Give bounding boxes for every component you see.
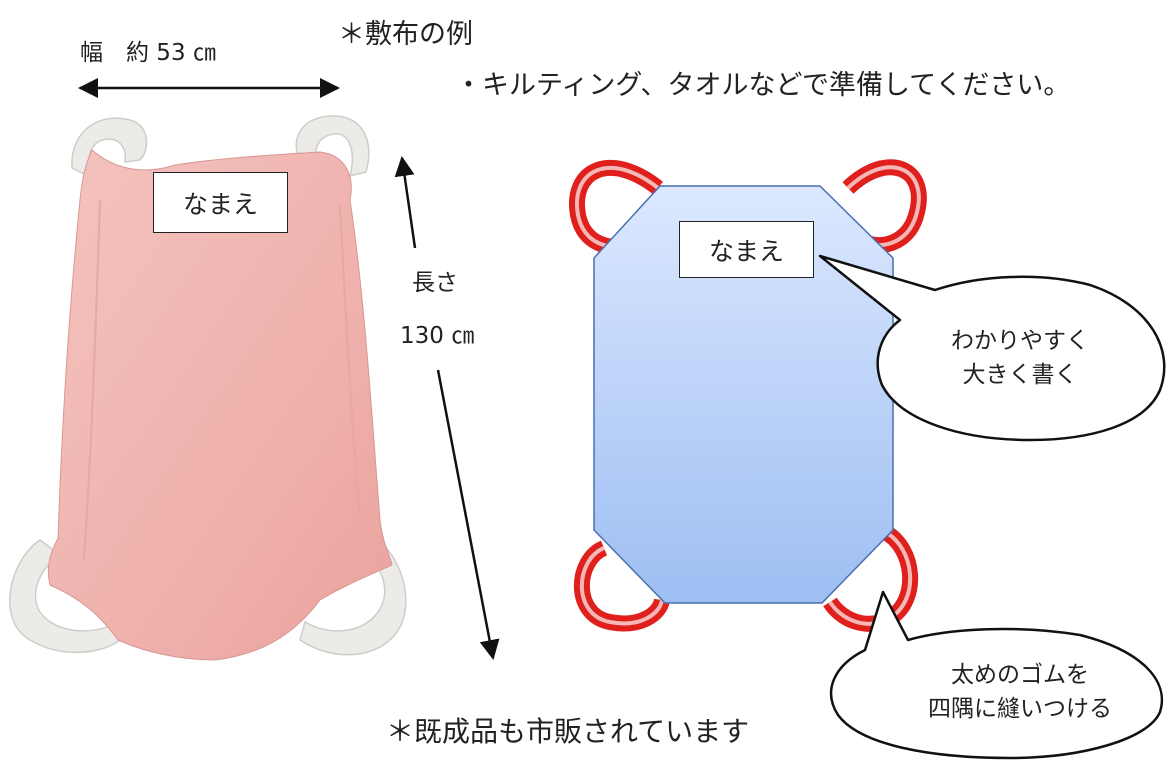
name-tag-right: なまえ bbox=[679, 221, 814, 278]
blue-sheet-illustration bbox=[569, 159, 927, 632]
bubble-1-text: わかりやすく 大きく書く bbox=[900, 324, 1140, 392]
bubble-1-line-2: 大きく書く bbox=[962, 362, 1078, 388]
page-title: ＊敷布の例 bbox=[338, 19, 473, 50]
bubble-2-text: 太めのゴムを 四隅に縫いつける bbox=[880, 658, 1160, 726]
length-label: 長さ bbox=[412, 270, 458, 296]
bubble-2-line-2: 四隅に縫いつける bbox=[928, 696, 1112, 722]
name-tag-left: なまえ bbox=[153, 172, 288, 233]
length-arrow-bottom bbox=[436, 369, 500, 660]
speech-bubble-2 bbox=[829, 590, 1163, 760]
pink-sheet-photo bbox=[9, 115, 407, 661]
pink-fabric bbox=[47, 149, 393, 661]
blue-sheet bbox=[593, 185, 894, 604]
bubble-2-line-1: 太めのゴムを bbox=[951, 662, 1089, 688]
instruction-text: ・キルティング、タオルなどで準備してください。 bbox=[455, 70, 1071, 101]
length-arrow-top bbox=[394, 156, 417, 249]
speech-bubble-1 bbox=[818, 254, 1166, 442]
length-value: 130 ㎝ bbox=[400, 323, 475, 349]
bubble-1-line-1: わかりやすく bbox=[951, 328, 1089, 354]
width-label: 幅 約 53 ㎝ bbox=[80, 40, 216, 66]
footer-note: ＊既成品も市販されています bbox=[386, 715, 750, 748]
